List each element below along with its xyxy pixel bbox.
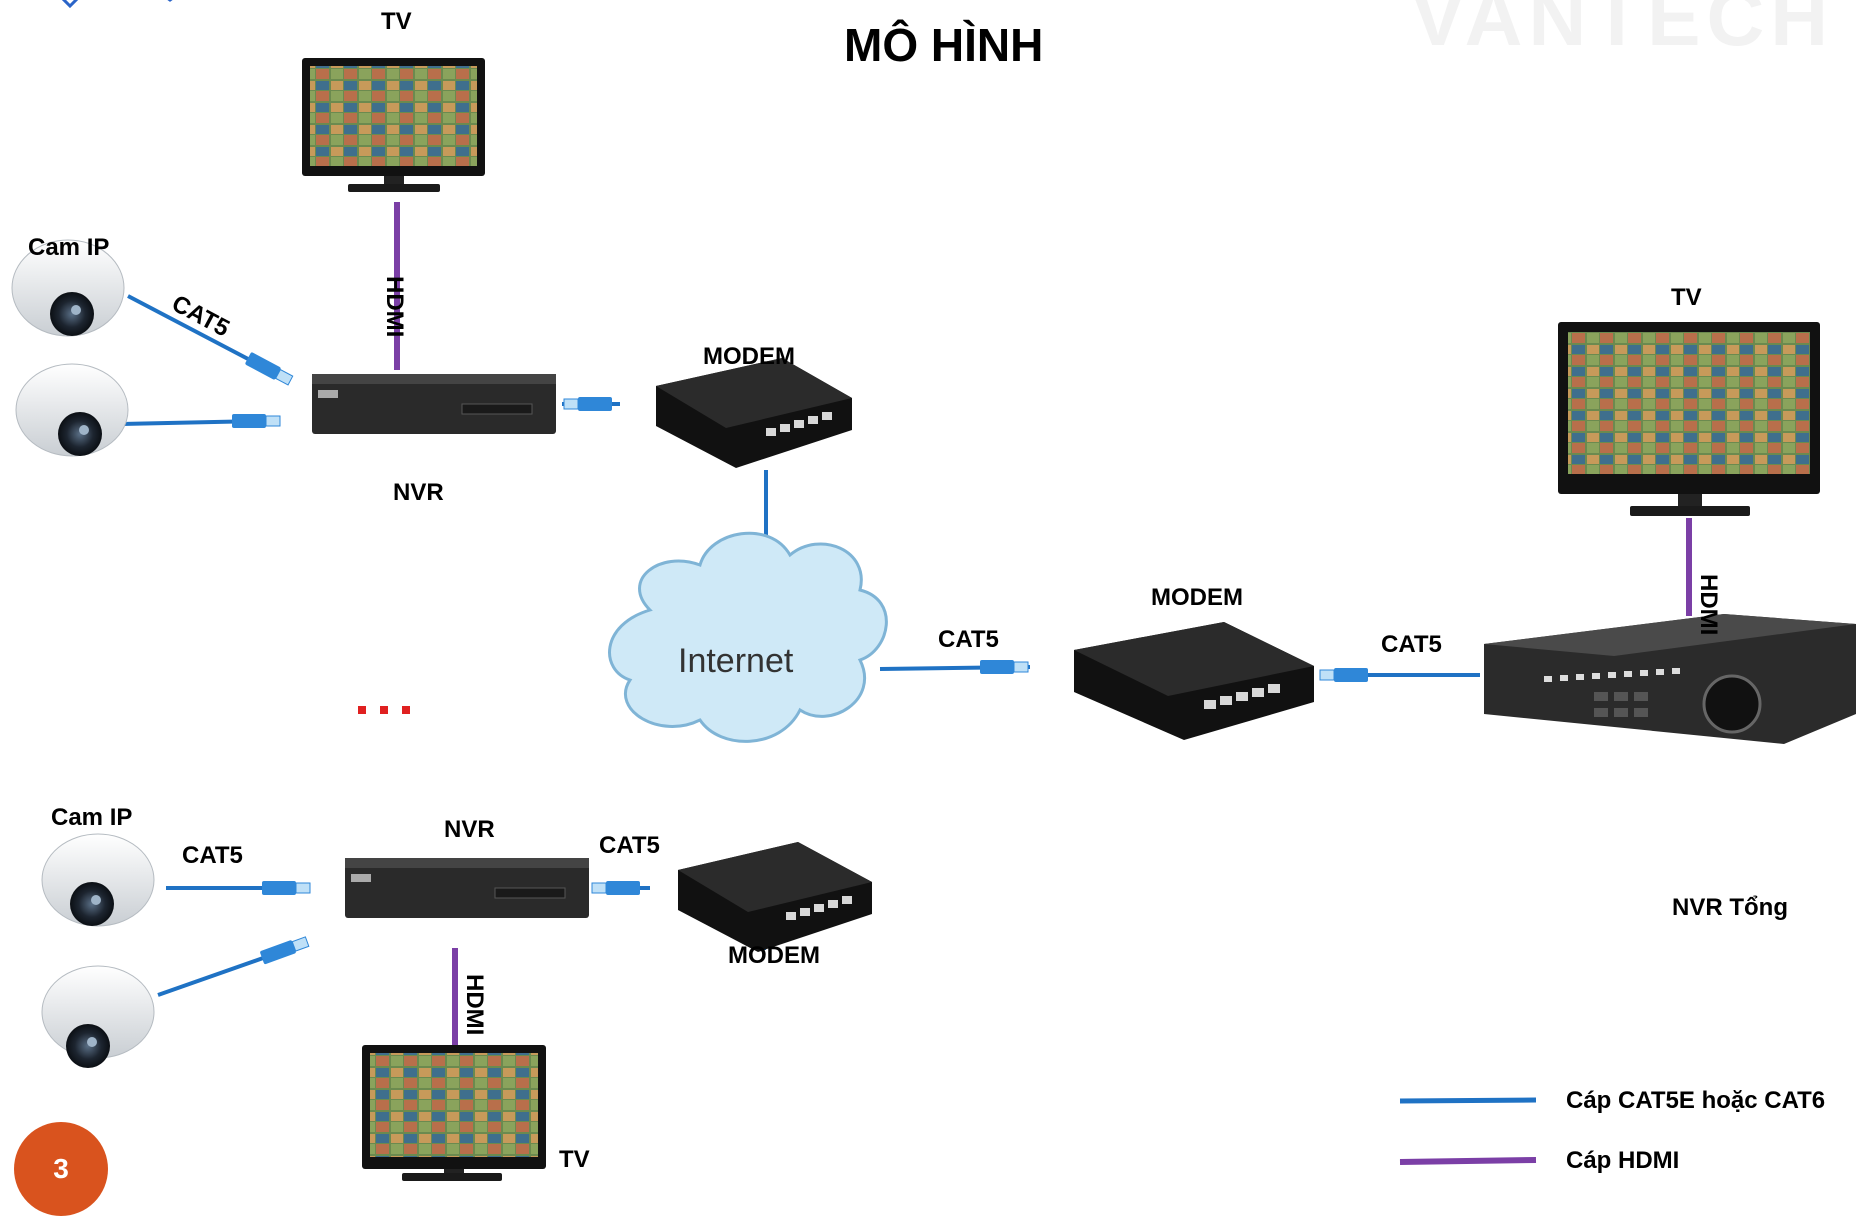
- nvr-central: [1484, 614, 1856, 744]
- cable-cam1-nvr1: [127, 294, 251, 362]
- modem-center: [1074, 622, 1314, 740]
- label-cat5-nvr2: CAT5: [599, 832, 660, 859]
- legend-swatch-hdmi: [1399, 1157, 1537, 1165]
- legend-label-hdmi: Cáp HDMI: [1566, 1147, 1680, 1174]
- label-nvr-1: NVR: [393, 479, 444, 506]
- label-modem-center: MODEM: [1151, 584, 1243, 611]
- ellipsis-marker: [358, 706, 410, 714]
- cam-ip-3: [41, 833, 155, 927]
- page-title: MÔ HÌNH: [844, 19, 1044, 71]
- label-hdmi-top: HDMI: [381, 276, 408, 338]
- label-cat5-nvrcentral: CAT5: [1381, 631, 1442, 658]
- label-tv-top: TV: [381, 8, 412, 35]
- label-cat5-internet: CAT5: [938, 626, 999, 653]
- tv-bottom: [362, 1045, 546, 1181]
- legend-swatch-cat: [1399, 1097, 1537, 1104]
- tv-right: [1558, 322, 1820, 516]
- label-hdmi-right: HDMI: [1695, 574, 1722, 636]
- label-nvr-central: NVR Tổng: [1672, 894, 1788, 921]
- hdmi-cables: [394, 202, 1692, 1045]
- cam-ip-1: [11, 239, 125, 337]
- label-cam-ip-top: Cam IP: [28, 234, 110, 261]
- label-hdmi-bottom: HDMI: [461, 974, 488, 1036]
- label-tv-bottom: TV: [559, 1146, 590, 1173]
- legend-label-cat: Cáp CAT5E hoặc CAT6: [1566, 1087, 1826, 1114]
- watermark-logo: VANTECH: [1411, 0, 1834, 62]
- nvr-2: [345, 858, 589, 918]
- label-tv-right: TV: [1671, 284, 1702, 311]
- label-cat5-cam3: CAT5: [182, 842, 243, 869]
- tv-top: [302, 58, 485, 192]
- nvr-1: [312, 374, 556, 434]
- cam-ip-4: [41, 965, 155, 1068]
- label-modem-2: MODEM: [728, 942, 820, 969]
- network-diagram: [11, 58, 1856, 1181]
- internet-cloud: [608, 531, 888, 743]
- label-cam-ip-bottom: Cam IP: [51, 804, 133, 831]
- cam-ip-2: [15, 363, 129, 457]
- modem-1: [656, 358, 852, 468]
- page-number-badge: 3: [14, 1122, 108, 1216]
- label-modem-1: MODEM: [703, 343, 795, 370]
- label-internet: Internet: [678, 642, 794, 680]
- brand-logo-icon: [61, 0, 173, 9]
- label-nvr-2: NVR: [444, 816, 495, 843]
- modem-2: [678, 842, 872, 952]
